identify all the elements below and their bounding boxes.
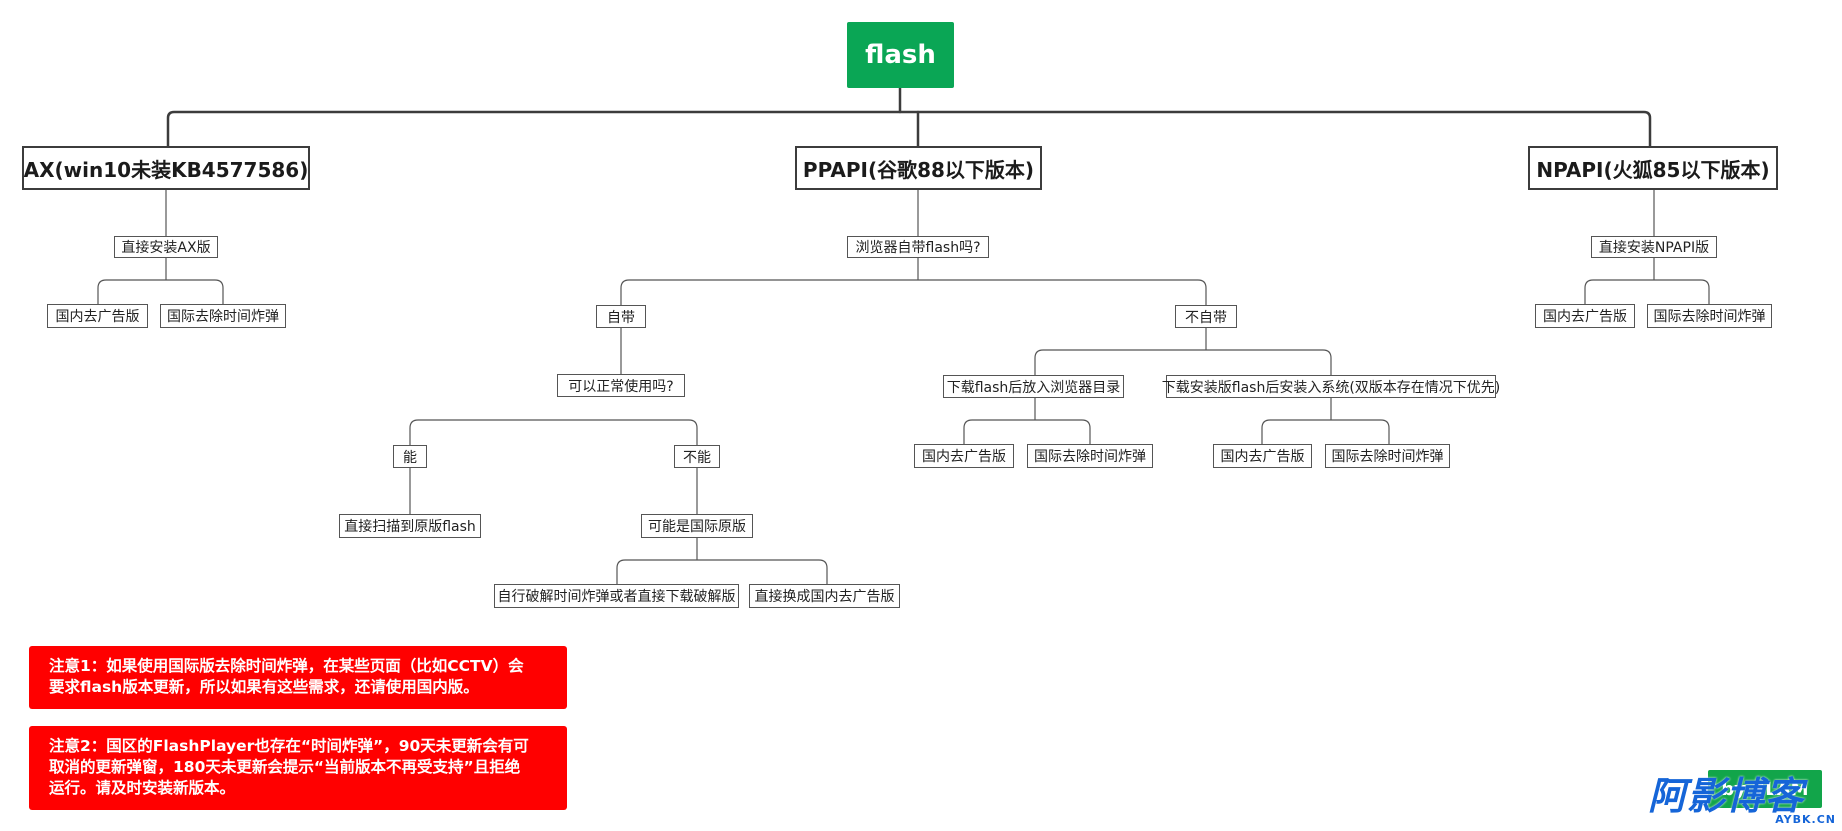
ppapi-install-system-node: 下载安装版flash后安装入系统(双版本存在情况下优先) xyxy=(1162,375,1500,398)
ax-leaf-domestic: 国内去广告版 xyxy=(47,304,148,328)
branch-ppapi-node: PPAPI(谷歌88以下版本) xyxy=(795,146,1042,190)
ppapi-crack-node: 自行破解时间炸弹或者直接下载破解版 xyxy=(494,584,739,608)
note-1: 注意1：如果使用国际版去除时间炸弹，在某些页面（比如CCTV）会 要求flash… xyxy=(29,646,567,709)
author-badge: by SLAM xyxy=(1708,770,1822,808)
note-1-line-2: 要求flash版本更新，所以如果有这些需求，还请使用国内版。 xyxy=(49,678,479,696)
watermark-logo: 阿影博客 AYBK.CN xyxy=(1648,776,1838,826)
ppapi-usable-question-node: 可以正常使用吗? xyxy=(557,374,685,397)
npapi-leaf-domestic: 国内去广告版 xyxy=(1535,304,1635,328)
ppapi-switch-domestic-node: 直接换成国内去广告版 xyxy=(749,584,900,608)
ppapi-not-builtin-node: 不自带 xyxy=(1175,305,1237,328)
ppapi-sys-leaf-domestic: 国内去广告版 xyxy=(1213,444,1312,468)
ppapi-scan-original-node: 直接扫描到原版flash xyxy=(339,514,481,538)
branch-ax-node: AX(win10未装KB4577586) xyxy=(22,146,310,190)
npapi-leaf-intl: 国际去除时间炸弹 xyxy=(1647,304,1772,328)
ppapi-dir-leaf-domestic: 国内去广告版 xyxy=(914,444,1014,468)
ppapi-maybe-intl-node: 可能是国际原版 xyxy=(641,514,753,538)
note-2-line-2: 取消的更新弹窗，180天未更新会提示“当前版本不再受支持”且拒绝 xyxy=(49,758,521,776)
ax-leaf-intl: 国际去除时间炸弹 xyxy=(160,304,286,328)
watermark-sub-text: AYBK.CN xyxy=(1775,813,1836,826)
ppapi-sys-leaf-intl: 国际去除时间炸弹 xyxy=(1325,444,1450,468)
root-node-flash: flash xyxy=(847,22,954,88)
note-2-line-1: 注意2：国区的FlashPlayer也存在“时间炸弹”，90天未更新会有可 xyxy=(49,737,529,755)
ppapi-can-node: 能 xyxy=(393,445,427,468)
ax-install-node: 直接安装AX版 xyxy=(114,236,218,258)
note-2-line-3: 运行。请及时安装新版本。 xyxy=(49,779,236,797)
watermark-main-text: 阿影博客 xyxy=(1648,774,1805,818)
branch-npapi-node: NPAPI(火狐85以下版本) xyxy=(1528,146,1778,190)
ppapi-download-dir-node: 下载flash后放入浏览器目录 xyxy=(943,375,1124,398)
ppapi-dir-leaf-intl: 国际去除时间炸弹 xyxy=(1027,444,1153,468)
npapi-install-node: 直接安装NPAPI版 xyxy=(1591,236,1717,258)
ppapi-builtin-node: 自带 xyxy=(596,305,646,328)
ppapi-cannot-node: 不能 xyxy=(674,445,720,468)
ppapi-question-node: 浏览器自带flash吗? xyxy=(847,236,989,258)
note-2: 注意2：国区的FlashPlayer也存在“时间炸弹”，90天未更新会有可 取消… xyxy=(29,726,567,810)
note-1-line-1: 注意1：如果使用国际版去除时间炸弹，在某些页面（比如CCTV）会 xyxy=(49,657,524,675)
